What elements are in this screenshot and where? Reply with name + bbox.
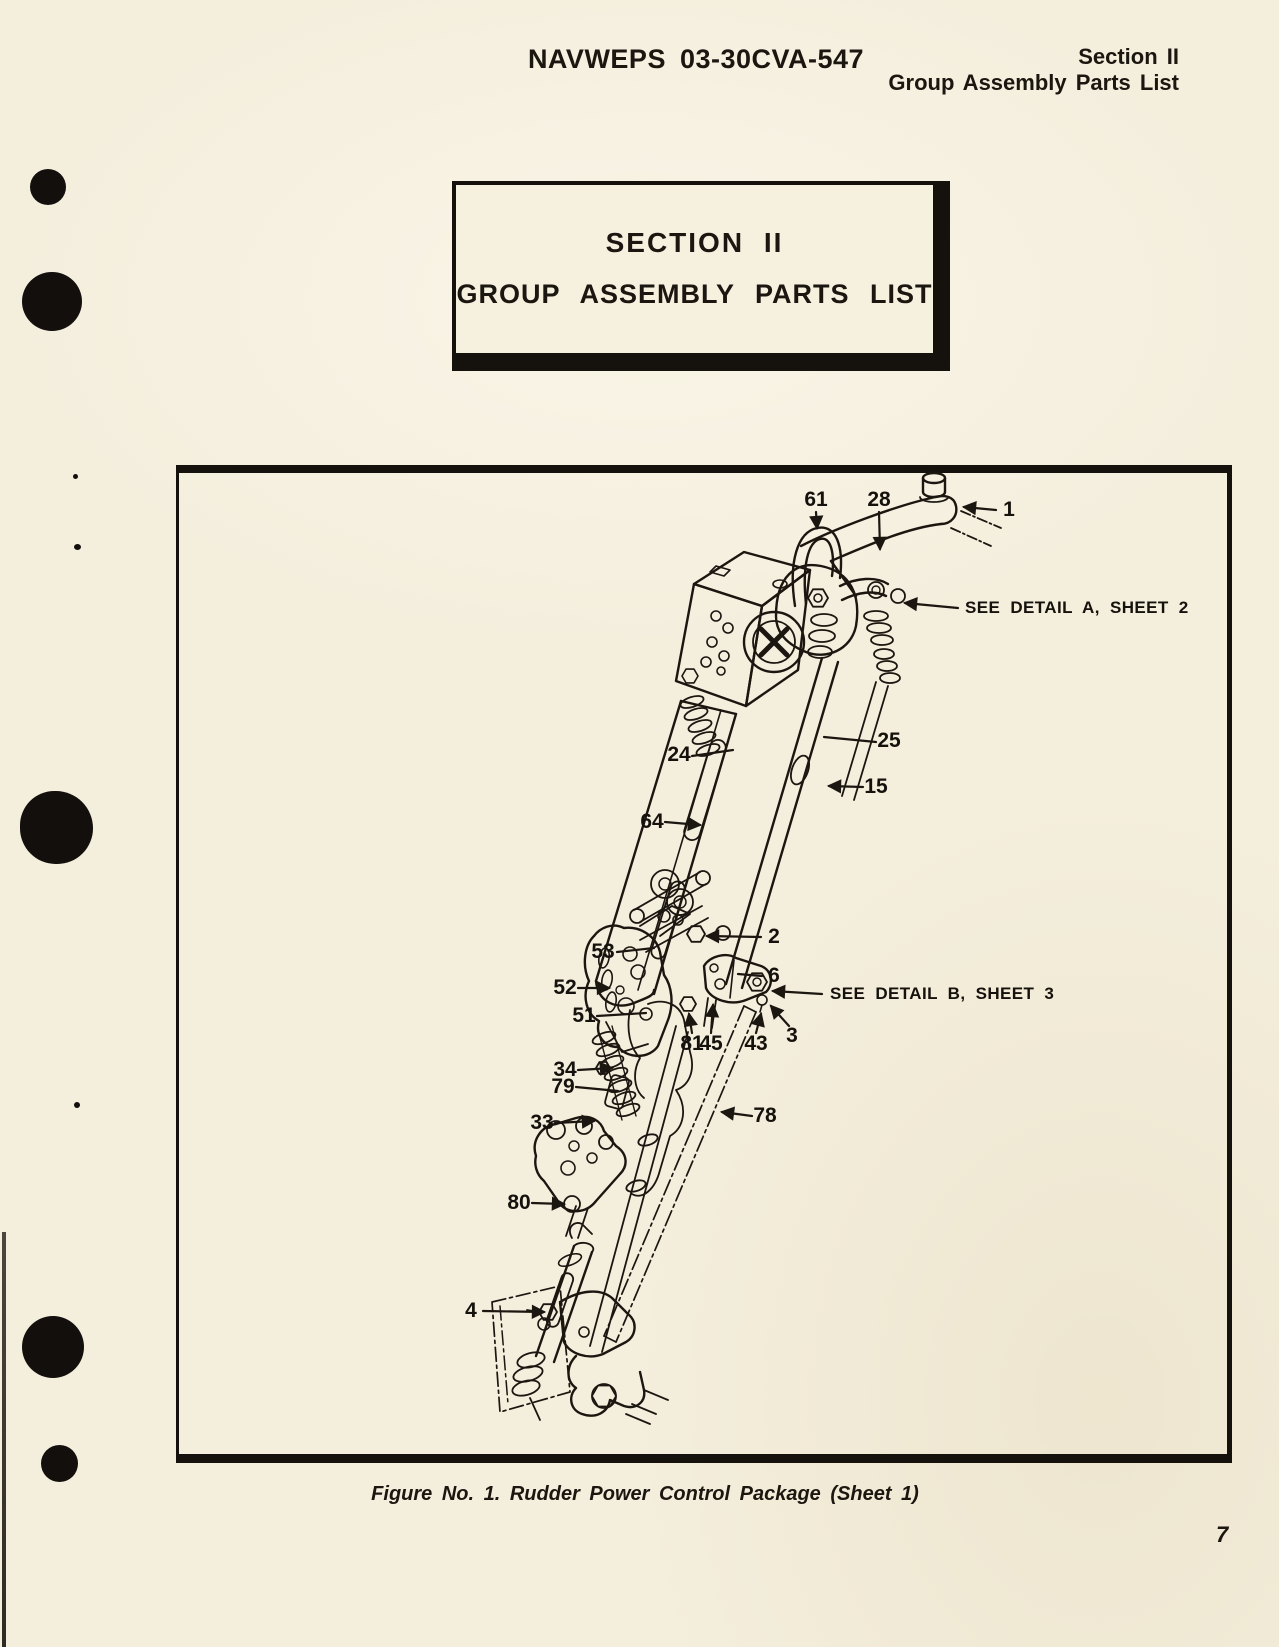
clamp-fitting: [679, 954, 773, 1029]
page-number: 7: [1216, 1522, 1229, 1547]
bottom-bracket: [491, 1285, 669, 1425]
pushrod: [511, 1222, 595, 1421]
right-rod: [724, 613, 889, 990]
binder-hole-mark: [30, 169, 66, 205]
figure-caption: Figure No. 1. Rudder Power Control Packa…: [371, 1483, 919, 1505]
spring-turnbuckle: [591, 1025, 641, 1121]
binder-hole-mark: [22, 1316, 84, 1378]
section-title: SECTION II: [605, 227, 784, 258]
ink-speck: [74, 1102, 80, 1108]
figure-frame: [176, 465, 1232, 1463]
valve-block: [674, 550, 812, 708]
header-section-block: Section II Group Assembly Parts List: [888, 44, 1179, 96]
binder-hole-mark: [22, 272, 82, 331]
main-cylinder: [594, 699, 738, 1007]
detail-a-cluster: [838, 577, 906, 684]
upper-spring: [679, 695, 721, 757]
mid-links: [629, 870, 731, 953]
section-title-box: SECTION II GROUP ASSEMBLY PARTS LIST: [452, 181, 950, 371]
page-edge-shadow: [2, 1232, 6, 1647]
center-tube: [627, 1000, 693, 1197]
phantom-rod: [603, 1005, 757, 1343]
ink-speck: [74, 544, 81, 550]
bellcrank: [533, 1115, 627, 1239]
horn-arm: [799, 471, 1002, 598]
header-section-subline: Group Assembly Parts List: [888, 70, 1179, 95]
clevis-support: [774, 526, 859, 656]
ink-speck: [73, 474, 78, 479]
leader-lines: [481, 501, 998, 1319]
binder-hole-mark: [20, 791, 93, 864]
doc-number: NAVWEPS 03-30CVA-547: [527, 44, 865, 74]
section-subtitle: GROUP ASSEMBLY PARTS LIST: [456, 279, 933, 309]
header-section-line: Section II: [1078, 44, 1179, 69]
binder-hole-mark: [41, 1445, 78, 1482]
